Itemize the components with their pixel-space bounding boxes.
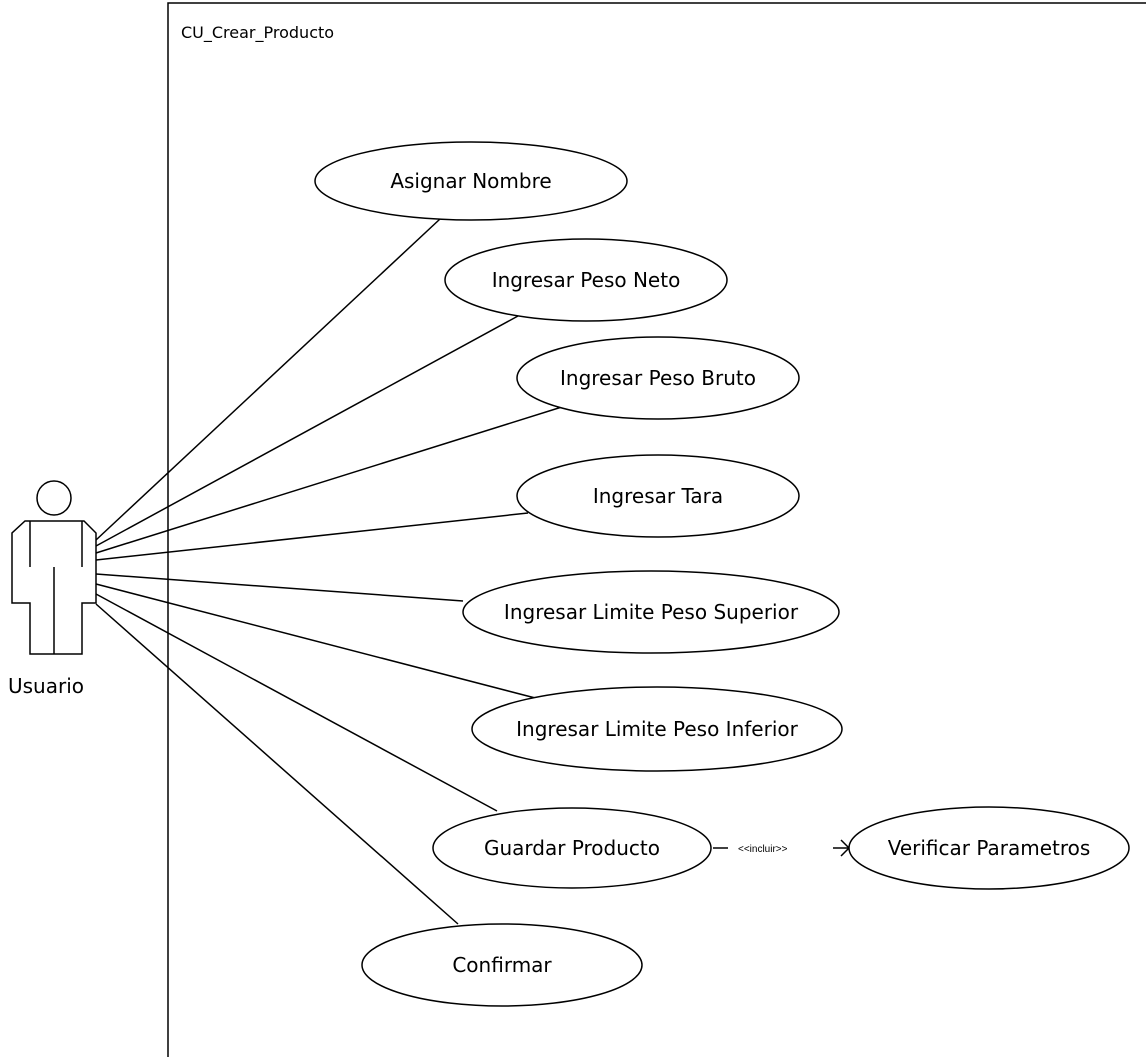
use-case-ingresar-tara[interactable]: Ingresar Tara (516, 454, 800, 538)
use-case-label: Asignar Nombre (390, 169, 551, 193)
include-stereotype: <<incluir>> (738, 844, 788, 855)
use-case-label: Ingresar Peso Neto (492, 268, 681, 292)
actor-head (36, 480, 72, 516)
use-case-label: Ingresar Peso Bruto (560, 366, 756, 390)
association-ingresar-peso-neto (95, 315, 519, 547)
association-limite-inferior (95, 583, 544, 701)
use-case-ingresar-peso-bruto[interactable]: Ingresar Peso Bruto (516, 336, 800, 420)
use-case-label: Confirmar (452, 953, 552, 977)
association-asignar-nombre (95, 218, 441, 541)
system-boundary-title: CU_Crear_Producto (181, 23, 334, 43)
actor-usuario[interactable]: Usuario (8, 480, 97, 698)
use-case-limite-superior[interactable]: Ingresar Limite Peso Superior (462, 570, 840, 654)
system-boundary: CU_Crear_Producto (167, 2, 1146, 1057)
use-case-verificar-parametros[interactable]: Verificar Parametros (848, 806, 1130, 890)
use-case-asignar-nombre[interactable]: Asignar Nombre (314, 141, 628, 221)
use-case-ingresar-peso-neto[interactable]: Ingresar Peso Neto (444, 238, 728, 322)
association-confirmar (95, 603, 459, 925)
use-case-label: Ingresar Limite Peso Superior (504, 600, 799, 624)
use-case-label: Verificar Parametros (888, 836, 1091, 860)
associations (95, 218, 566, 925)
actor-name: Usuario (8, 674, 84, 698)
system-boundary-frame (167, 2, 1146, 1057)
use-case-label: Ingresar Tara (593, 484, 723, 508)
actor-body (11, 520, 97, 655)
association-guardar-producto (95, 593, 498, 812)
include-relation: <<incluir>> (713, 839, 851, 857)
use-case-label: Ingresar Limite Peso Inferior (516, 717, 798, 741)
use-case-limite-inferior[interactable]: Ingresar Limite Peso Inferior (471, 686, 843, 772)
use-case-guardar-producto[interactable]: Guardar Producto (432, 807, 712, 889)
association-limite-superior (95, 573, 464, 602)
use-case-confirmar[interactable]: Confirmar (361, 923, 643, 1007)
use-case-label: Guardar Producto (484, 836, 660, 860)
association-ingresar-peso-bruto (95, 405, 566, 554)
association-ingresar-tara (95, 512, 529, 561)
